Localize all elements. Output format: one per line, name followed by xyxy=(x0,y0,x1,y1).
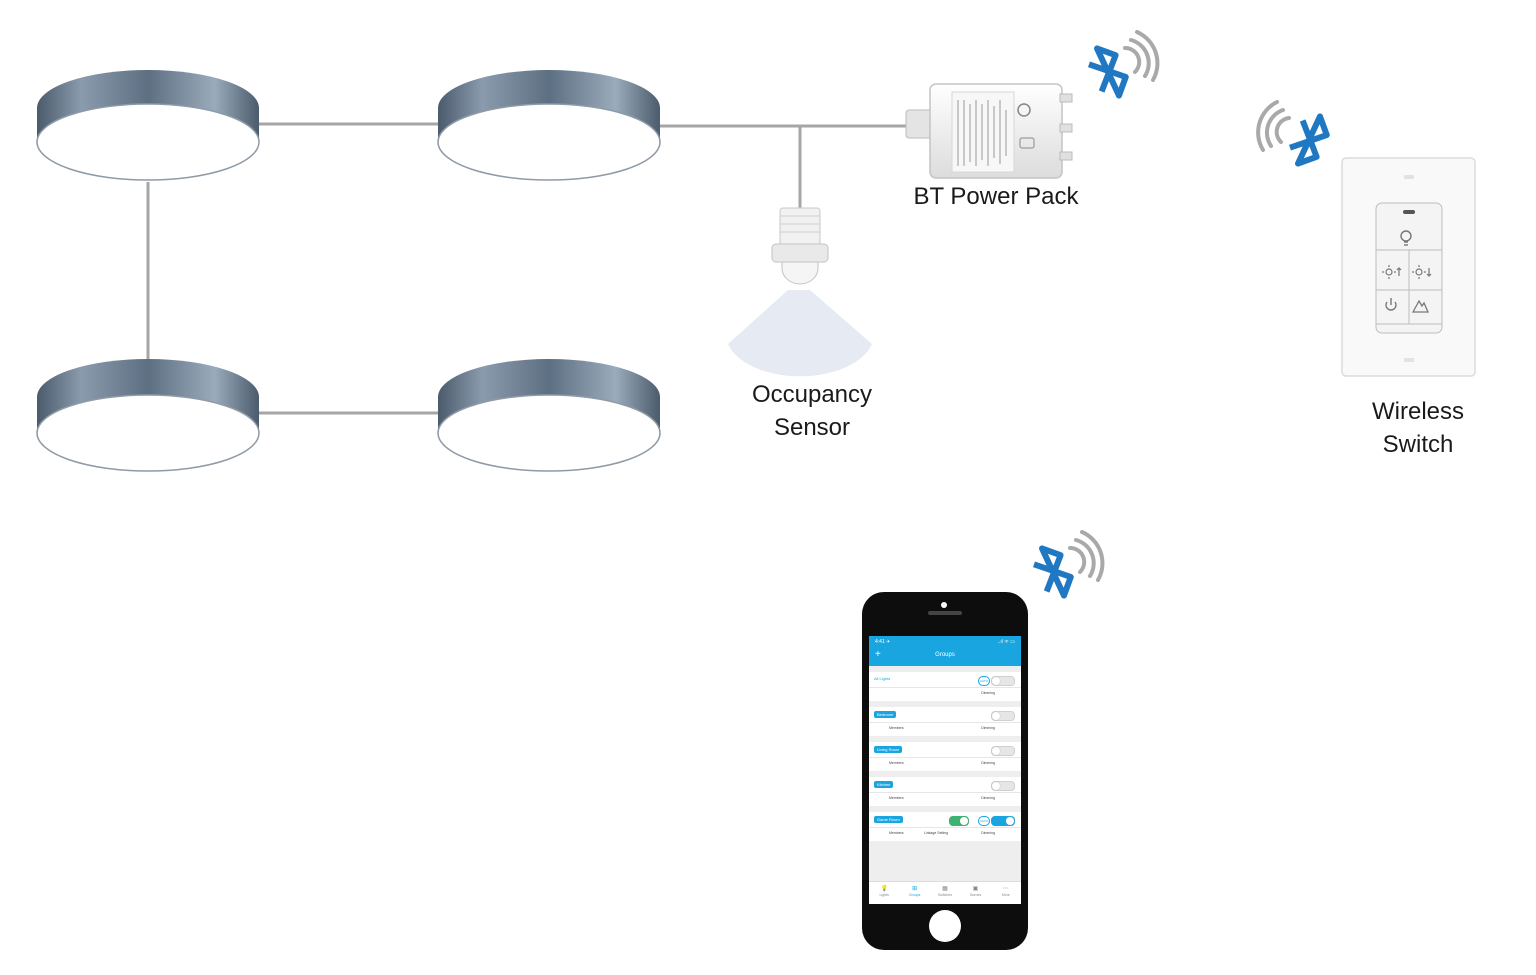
group-row-header: Game Room AUTO xyxy=(869,812,1021,828)
dimming-link[interactable]: Dimming xyxy=(981,761,995,765)
bluetooth-icon xyxy=(1087,45,1129,99)
wireless-signal-icon xyxy=(1068,530,1105,582)
group-power-toggle[interactable] xyxy=(991,676,1015,686)
tab-icon: ⋯ xyxy=(1002,886,1009,892)
linkage-setting-link[interactable]: Linkage Setting xyxy=(924,831,949,835)
wireless-signal-icon xyxy=(1256,100,1291,152)
wireless-switch-label: Wireless Switch xyxy=(1371,398,1465,458)
occupancy-sensor-label: Occupancy Sensor xyxy=(751,381,873,441)
tab-label: More xyxy=(1001,893,1010,897)
group-name[interactable]: Living Room xyxy=(874,746,903,753)
tab-label: Lights xyxy=(879,893,889,897)
mountain-scene-icon xyxy=(1411,299,1430,313)
status-time: 4:41 ✈ xyxy=(875,639,891,645)
tab-icon: ▣ xyxy=(972,886,979,892)
home-button[interactable] xyxy=(929,910,961,942)
tab-lights[interactable]: 💡Lights xyxy=(869,882,899,904)
toggle-knob xyxy=(992,712,1000,720)
bt-power-pack-device xyxy=(905,83,1073,179)
panel-light-top-left xyxy=(36,70,260,181)
group-name[interactable]: Bedroom xyxy=(874,711,897,718)
bluetooth-icon xyxy=(1288,113,1330,167)
toggle-knob xyxy=(1006,817,1014,825)
wireless-switch-device xyxy=(1341,157,1476,377)
dimming-link[interactable]: Dimming xyxy=(981,691,995,695)
tab-groups[interactable]: ⊞Groups xyxy=(899,882,929,904)
tab-label: Switches xyxy=(938,893,953,897)
members-link[interactable]: Members xyxy=(889,831,904,835)
dimming-link[interactable]: Dimming xyxy=(981,726,995,730)
group-power-toggle[interactable] xyxy=(991,816,1015,826)
light-bulb-icon xyxy=(1400,230,1412,246)
members-link[interactable]: Members xyxy=(889,726,904,730)
group-row-header: All Lights AUTO xyxy=(869,672,1021,688)
tab-label: Groups xyxy=(908,893,921,897)
group-power-toggle[interactable] xyxy=(991,746,1015,756)
sun-up-icon xyxy=(1382,265,1402,279)
toggle-knob xyxy=(992,677,1000,685)
group-row-header: Living Room xyxy=(869,742,1021,758)
dimming-link[interactable]: Dimming xyxy=(981,831,995,835)
tab-more[interactable]: ⋯More xyxy=(991,882,1021,904)
tab-switches[interactable]: ▦Switches xyxy=(930,882,960,904)
auto-badge[interactable]: AUTO xyxy=(978,816,990,826)
wireless-signal-icon xyxy=(1123,30,1160,82)
dimming-link[interactable]: Dimming xyxy=(981,796,995,800)
group-power-toggle[interactable] xyxy=(991,711,1015,721)
group-name[interactable]: Game Room xyxy=(874,816,903,823)
tab-scenes[interactable]: ▣Scenes xyxy=(960,882,990,904)
wiring xyxy=(146,122,908,415)
bluetooth-icon xyxy=(1032,545,1074,599)
toggle-knob xyxy=(992,782,1000,790)
sensor-linkage-toggle[interactable] xyxy=(949,816,969,826)
group-row[interactable]: Game Room AUTO Members Linkage Setting Dimmi… xyxy=(869,812,1021,841)
auto-badge[interactable]: AUTO xyxy=(978,676,990,686)
occupancy-sensor-device xyxy=(728,207,872,377)
add-group-button[interactable]: + xyxy=(875,649,881,660)
app-title: Groups xyxy=(935,652,955,658)
members-link[interactable]: Members xyxy=(889,761,904,765)
phone-camera xyxy=(941,602,947,608)
group-row-header: Kitchen xyxy=(869,777,1021,793)
group-name[interactable]: All Lights xyxy=(874,676,891,681)
tab-label: Scenes xyxy=(969,893,982,897)
members-link[interactable]: Members xyxy=(889,796,904,800)
power-pack-label: BT Power Pack xyxy=(913,183,1079,210)
panel-light-bottom-left xyxy=(36,359,260,472)
toggle-knob xyxy=(960,817,968,825)
group-power-toggle[interactable] xyxy=(991,781,1015,791)
group-row[interactable]: All Lights AUTO Dimming xyxy=(869,672,1021,701)
power-icon xyxy=(1385,298,1397,311)
status-icons: ..ıl ᯤ ▭ xyxy=(997,639,1015,645)
sun-down-icon xyxy=(1412,265,1432,279)
panel-light-bottom-right xyxy=(437,359,661,472)
sensor-detection-cone xyxy=(728,290,872,377)
tab-icon: ⊞ xyxy=(912,886,918,892)
tab-icon: 💡 xyxy=(880,886,888,892)
group-name[interactable]: Kitchen xyxy=(874,781,894,788)
panel-light-top-right xyxy=(437,70,661,181)
toggle-knob xyxy=(992,747,1000,755)
app-header: 4:41 ✈ ..ıl ᯤ ▭ + Groups xyxy=(869,636,1021,666)
tab-icon: ▦ xyxy=(942,886,948,892)
phone-speaker xyxy=(928,611,962,615)
group-row-header: Bedroom xyxy=(869,707,1021,723)
app-tab-bar: 💡Lights⊞Groups▦Switches▣Scenes⋯More xyxy=(869,881,1021,904)
